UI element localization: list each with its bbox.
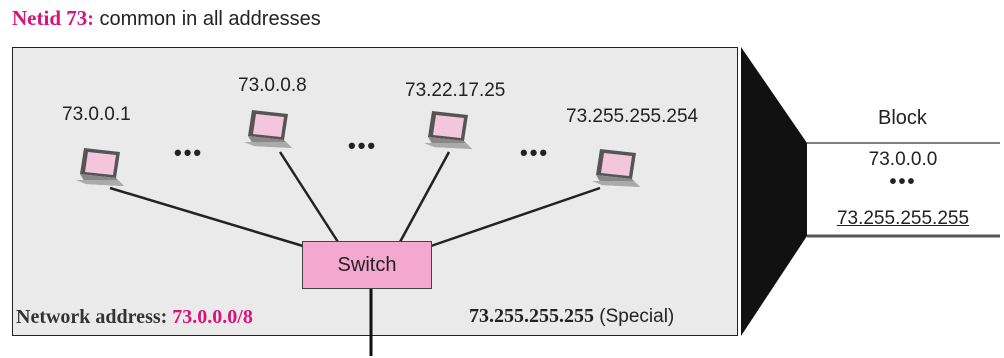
netid-label: Netid 73 — [12, 6, 88, 30]
block-last-address: 73.255.255.255 — [836, 208, 970, 229]
link-host-2 — [278, 151, 340, 243]
laptop-icon — [424, 111, 472, 149]
caption-colon: : — [87, 8, 94, 30]
block-title: Block — [878, 107, 927, 129]
switch-node: Switch — [302, 241, 432, 289]
laptop-icon — [76, 148, 124, 186]
laptop-icon — [592, 149, 640, 187]
special-address-value: 73.255.255.255 — [469, 305, 594, 327]
host-ellipsis: ••• — [348, 133, 378, 158]
network-address-label: Network address: — [16, 306, 173, 328]
figure-caption: Netid 73: common in all addresses — [12, 6, 321, 31]
network-address: Network address: 73.0.0.0/8 — [16, 306, 253, 329]
host-ellipsis: ••• — [520, 140, 550, 165]
caption-text: common in all addresses — [93, 8, 321, 30]
block-first-address: 73.0.0.0 — [868, 149, 938, 170]
special-address-note: (Special) — [594, 306, 675, 327]
funnel-shape — [741, 47, 807, 336]
link-host-4 — [430, 186, 601, 248]
host-address-label: 73.0.0.1 — [62, 104, 131, 125]
laptop-icon — [244, 110, 292, 148]
switch-label: Switch — [337, 253, 397, 276]
network-address-value: 73.0.0.0/8 — [172, 306, 253, 328]
host-address-label: 73.255.255.254 — [566, 106, 699, 127]
host-address-label: 73.0.0.8 — [238, 75, 307, 96]
link-host-1 — [109, 186, 304, 248]
special-address: 73.255.255.255 (Special) — [469, 305, 674, 328]
block-ellipsis: ••• — [889, 171, 917, 193]
host-ellipsis: ••• — [174, 140, 204, 165]
link-host-3 — [398, 151, 451, 243]
host-address-label: 73.22.17.25 — [405, 80, 506, 101]
